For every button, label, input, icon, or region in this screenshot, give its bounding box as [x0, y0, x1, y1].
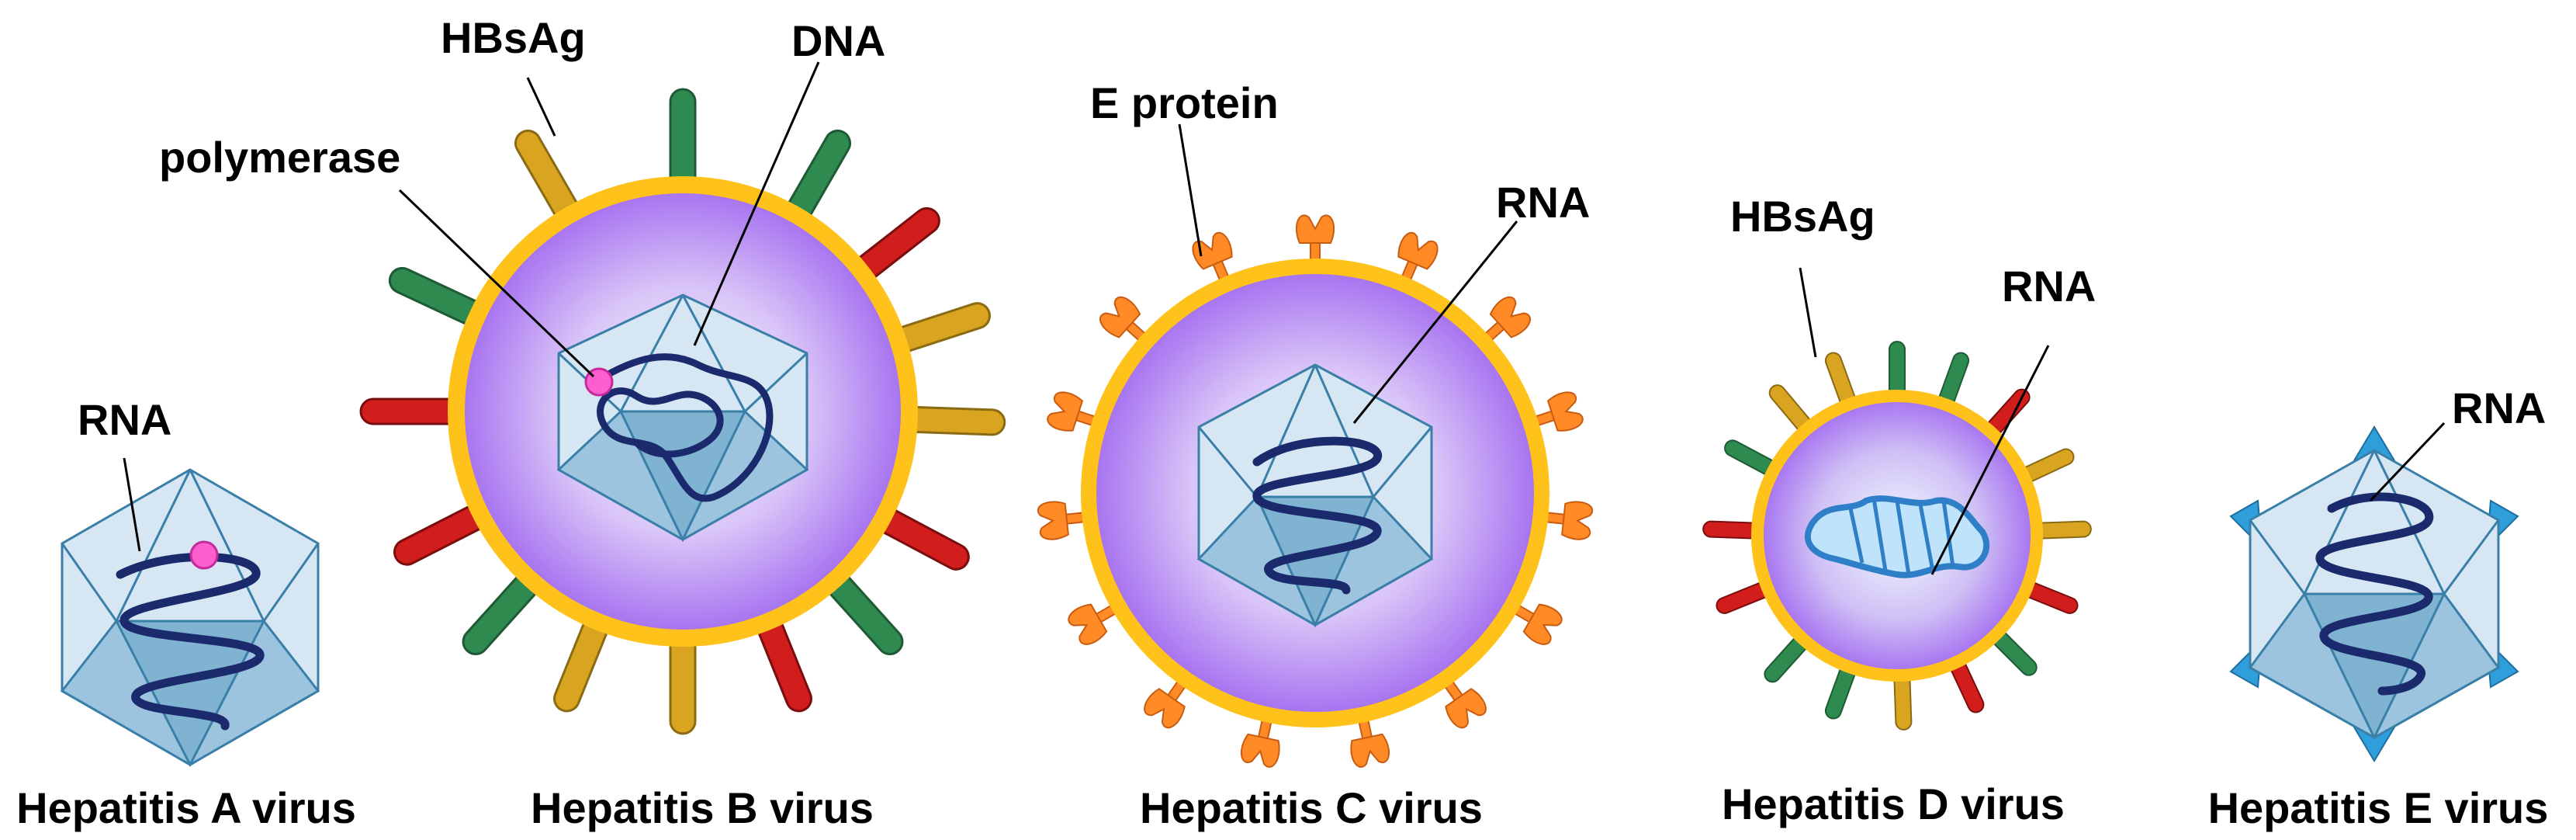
hcv-e-proteins — [1037, 214, 1594, 768]
hcv-eprotein-leader — [1178, 123, 1203, 257]
hbv-caption: Hepatitis B virus — [531, 783, 874, 832]
hdv-rna-label: RNA — [2002, 262, 2096, 311]
hav-rna-coil — [116, 552, 265, 731]
hbv-hbsag-label: HBsAg — [441, 13, 586, 62]
hev-capsid — [2248, 449, 2501, 741]
hbv-virion — [359, 88, 1006, 735]
hbv-dna-leader — [693, 61, 820, 346]
hbv-dna-loop — [594, 353, 774, 502]
hav-rna-label: RNA — [78, 395, 171, 444]
hbv-polymerase-label: polymerase — [159, 133, 400, 182]
hbv-dna-label: DNA — [791, 16, 885, 65]
hdv-hbsag-leader — [1799, 267, 1817, 358]
hdv-caption: Hepatitis D virus — [1722, 779, 2065, 828]
hev-virion — [2229, 425, 2519, 762]
hev-rna-leader — [2369, 422, 2446, 502]
hcv-caption: Hepatitis C virus — [1140, 783, 1483, 832]
hcv-rna-label: RNA — [1496, 178, 1590, 227]
hav-capsid — [60, 468, 320, 768]
hbv-polymerase-leader — [398, 189, 595, 378]
hav-caption: Hepatitis A virus — [16, 783, 356, 832]
hcv-virion — [1037, 214, 1594, 768]
hcv-rna-leader — [1352, 220, 1518, 424]
hev-rna-label: RNA — [2452, 384, 2546, 432]
hdv-virion — [1702, 341, 2092, 731]
hdv-hbsag-label: HBsAg — [1730, 192, 1875, 241]
hbv-hbsag-leader — [526, 77, 556, 137]
hav-virion — [60, 468, 320, 768]
hdv-rna-leader — [1930, 345, 2050, 575]
hcv-rna-coil — [1252, 436, 1382, 595]
hav-polymerase-dot — [189, 540, 219, 570]
hev-rna-coil — [2315, 492, 2434, 696]
hav-rna-leader — [123, 457, 141, 552]
hbv-spikes — [359, 88, 1006, 735]
hev-caption: Hepatitis E virus — [2208, 783, 2549, 832]
hcv-eprotein-label: E protein — [1090, 78, 1279, 127]
